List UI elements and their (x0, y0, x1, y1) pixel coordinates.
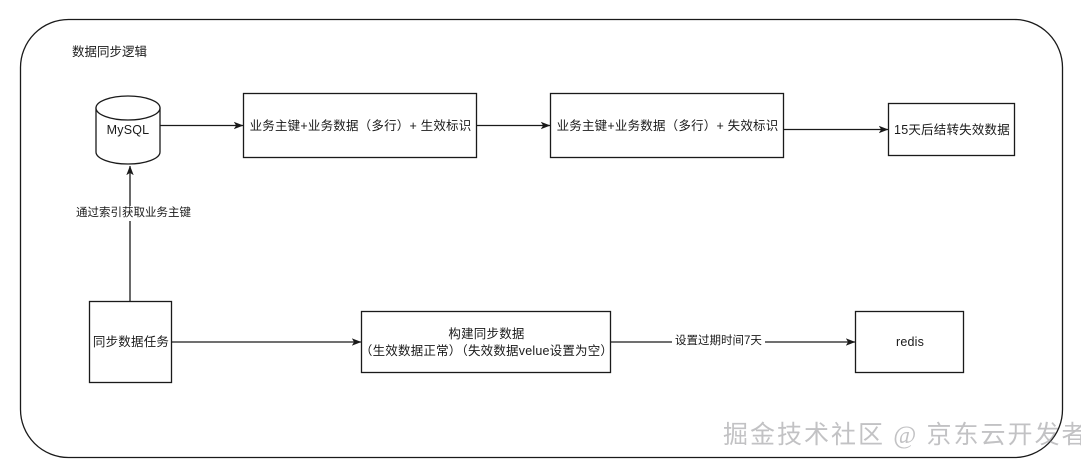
node-carryover[interactable]: 15天后结转失效数据 (889, 104, 1015, 156)
node-build-data-label: 构建同步数据 （生效数据正常）（失效数据velue设置为空） (359, 312, 614, 373)
node-build-data-line2: （生效数据正常）（失效数据velue设置为空） (359, 343, 614, 358)
node-redis[interactable]: redis (856, 312, 964, 373)
redis-box-shape (854, 310, 965, 374)
node-mysql-label: MySQL (106, 122, 150, 137)
effective-box-shape (242, 92, 478, 159)
node-redis-label: redis (895, 335, 925, 349)
node-effective[interactable]: 业务主键+业务数据（多行）+ 生效标识 (244, 94, 477, 158)
node-carryover-label: 15天后结转失效数据 (894, 122, 1010, 137)
sync-task-box-shape (88, 300, 173, 384)
invalid-box-shape (549, 92, 785, 159)
edge-label-expire-7-days: 设置过期时间7天 (672, 334, 765, 349)
edge-label-get-business-key: 通过索引获取业务主键 (73, 206, 194, 221)
node-build-data-line1: 构建同步数据 (448, 326, 525, 341)
node-invalid[interactable]: 业务主键+业务数据（多行）+ 失效标识 (551, 94, 784, 158)
carryover-box-shape (887, 102, 1016, 157)
node-build-data[interactable]: 构建同步数据 （生效数据正常）（失效数据velue设置为空） (359, 312, 614, 373)
node-effective-label: 业务主键+业务数据（多行）+ 生效标识 (249, 118, 472, 133)
mysql-cylinder-shape (95, 95, 161, 165)
group-title: 数据同步逻辑 (72, 45, 148, 59)
node-invalid-label: 业务主键+业务数据（多行）+ 失效标识 (556, 118, 779, 133)
build-data-box-shape (360, 310, 612, 374)
node-sync-task-label: 同步数据任务 (92, 335, 170, 349)
node-sync-task[interactable]: 同步数据任务 (90, 302, 172, 383)
node-mysql[interactable]: MySQL (96, 96, 160, 164)
group-container (19, 18, 1064, 459)
